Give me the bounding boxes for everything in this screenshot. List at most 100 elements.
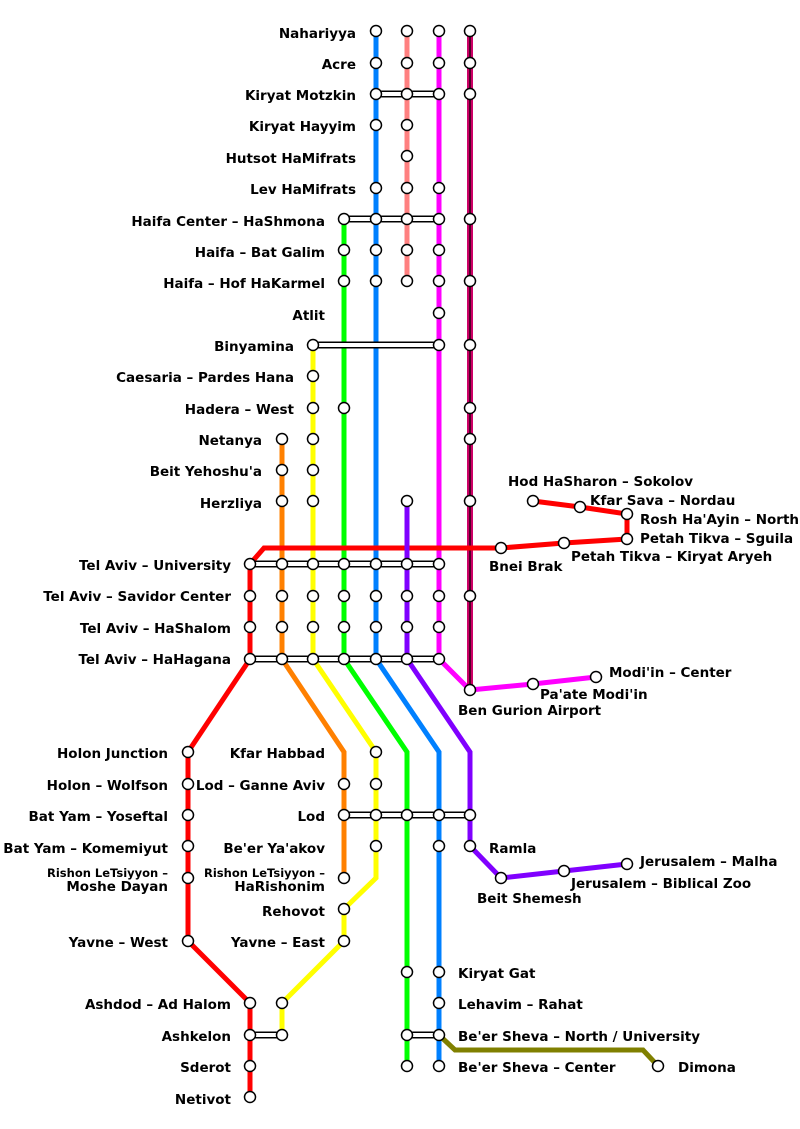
station-marker <box>432 652 446 666</box>
station-marker <box>432 589 446 603</box>
label-paate-modiin: Pa'ate Modi'in <box>540 687 648 703</box>
station-marker <box>432 557 446 571</box>
station-marker <box>432 181 446 195</box>
label-petah-tikva-kiryat-aryeh: Petah Tikva – Kiryat Aryeh <box>571 549 772 565</box>
station-marker <box>400 557 414 571</box>
station-marker <box>432 620 446 634</box>
station-marker <box>400 24 414 38</box>
station-marker <box>432 1028 446 1042</box>
label-netivot: Netivot <box>175 1092 232 1108</box>
station-marker <box>306 557 320 571</box>
station-marker <box>589 670 603 684</box>
label-yavne-west: Yavne – West <box>68 935 169 951</box>
station-marker <box>463 839 477 853</box>
station-marker <box>337 274 351 288</box>
station-marker <box>243 589 257 603</box>
station-marker <box>306 494 320 508</box>
station-marker <box>369 181 383 195</box>
station-marker <box>306 338 320 352</box>
label-netanya: Netanya <box>198 433 262 449</box>
station-marker <box>432 808 446 822</box>
station-marker <box>400 243 414 257</box>
station-marker <box>400 589 414 603</box>
label-haifa-bat-galim: Haifa – Bat Galim <box>195 245 325 261</box>
station-marker <box>181 934 195 948</box>
station-marker <box>432 1059 446 1073</box>
station-marker <box>369 777 383 791</box>
station-marker <box>369 87 383 101</box>
station-marker <box>369 118 383 132</box>
label-jerusalem-zoo: Jerusalem – Biblical Zoo <box>570 876 751 892</box>
station-marker <box>526 677 540 691</box>
station-marker <box>243 996 257 1010</box>
station-marker <box>243 620 257 634</box>
station-marker <box>494 541 508 555</box>
station-marker <box>400 965 414 979</box>
line-olive <box>437 1033 660 1068</box>
station-marker <box>337 401 351 415</box>
station-marker <box>369 24 383 38</box>
station-marker <box>369 808 383 822</box>
station-marker <box>400 149 414 163</box>
station-marker <box>306 401 320 415</box>
station-marker <box>400 494 414 508</box>
station-marker <box>463 432 477 446</box>
label-ashdod: Ashdod – Ad Halom <box>85 997 231 1013</box>
station-marker <box>651 1059 665 1073</box>
station-marker <box>369 652 383 666</box>
label-caesaria: Caesaria – Pardes Hana <box>116 370 294 386</box>
station-marker <box>463 274 477 288</box>
label-herzliya: Herzliya <box>200 496 262 512</box>
station-marker <box>557 536 571 550</box>
label-ramla: Ramla <box>489 841 536 857</box>
station-marker <box>337 243 351 257</box>
label-tel-aviv-savidor: Tel Aviv – Savidor Center <box>43 589 231 605</box>
station-marker <box>369 212 383 226</box>
label-ashkelon: Ashkelon <box>162 1029 231 1045</box>
station-marker <box>400 808 414 822</box>
station-marker <box>369 243 383 257</box>
station-marker <box>494 871 508 885</box>
station-marker <box>369 745 383 759</box>
line-green <box>341 219 410 1066</box>
station-marker <box>400 56 414 70</box>
station-marker <box>306 432 320 446</box>
label-kiryat-motzkin: Kiryat Motzkin <box>245 88 356 104</box>
station-marker <box>400 212 414 226</box>
label-petah-tikva-sgula: Petah Tikva – Sguila <box>640 531 793 547</box>
label-haifa-center: Haifa Center – HaShmona <box>131 214 325 230</box>
station-marker <box>306 369 320 383</box>
label-rehovot: Rehovot <box>262 904 326 920</box>
station-labels: Nahariyya Acre Kiryat Motzkin Kiryat Hay… <box>3 26 799 1108</box>
station-marker <box>337 777 351 791</box>
label-lehavim: Lehavim – Rahat <box>458 997 583 1013</box>
label-bat-yam-yoseftal: Bat Yam – Yoseftal <box>29 809 168 825</box>
station-marker <box>463 401 477 415</box>
line-magenta <box>436 31 597 693</box>
station-marker <box>275 620 289 634</box>
label-holon-wolfson: Holon – Wolfson <box>47 778 168 794</box>
station-marker <box>337 902 351 916</box>
station-marker <box>275 557 289 571</box>
station-marker <box>337 652 351 666</box>
label-kiryat-hayyim: Kiryat Hayyim <box>249 119 356 135</box>
label-sderot: Sderot <box>180 1060 231 1076</box>
station-marker <box>181 808 195 822</box>
station-marker <box>432 56 446 70</box>
station-marker <box>337 212 351 226</box>
station-marker <box>400 274 414 288</box>
station-marker <box>463 338 477 352</box>
station-marker <box>526 494 540 508</box>
station-marker <box>275 652 289 666</box>
station-marker <box>306 463 320 477</box>
label-kfar-habbad: Kfar Habbad <box>230 746 325 762</box>
station-marker <box>400 1059 414 1073</box>
label-hadera-west: Hadera – West <box>185 402 295 418</box>
station-marker <box>432 306 446 320</box>
line-yellow <box>279 345 379 1035</box>
station-marker <box>557 864 571 878</box>
station-marker <box>369 620 383 634</box>
label-yavne-east: Yavne – East <box>230 935 326 951</box>
station-marker <box>369 589 383 603</box>
